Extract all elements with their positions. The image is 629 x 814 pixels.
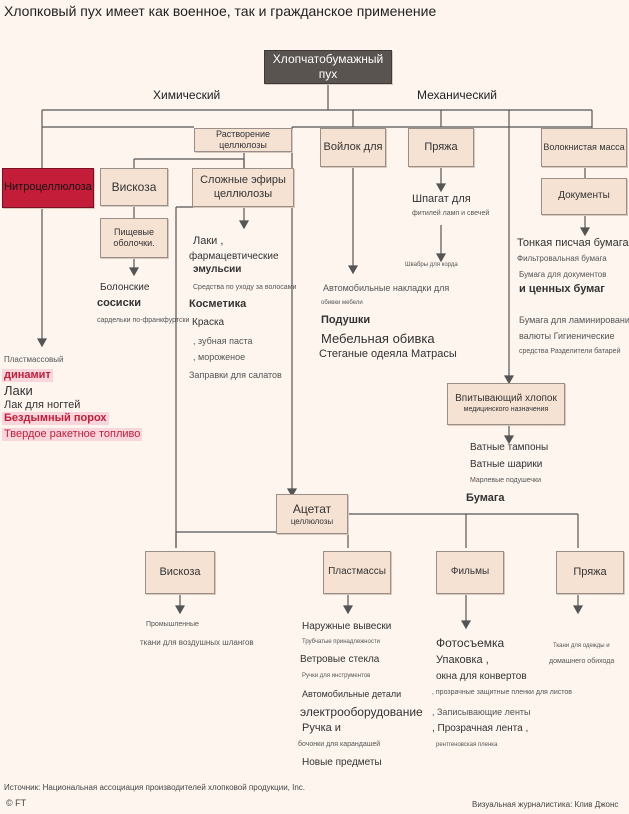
ester-pharma: фармацевтические [189,251,279,262]
yarn-bottom-node: Пряжа [556,551,624,594]
felt-upholstery-small: обивки мебели [321,300,363,306]
felt-furniture: Мебельная обивка [321,331,435,346]
absorbent-cotton-subtitle: медицинского назначения [463,405,549,413]
ester-ice-cream: , мороженое [193,352,246,362]
plastics-pen: Ручка и [302,722,341,734]
films-packaging: Упаковка , [436,654,489,666]
branch-chemical: Химический [153,88,221,102]
felt-auto-pads: Автомобильные накладки для [323,283,450,293]
viscose-bottom-node: Вискоза [145,551,215,594]
doc-filter-paper: Фильтровальная бумага [517,254,607,263]
footer-copyright: © FT [6,798,27,808]
plastics-novelty: Новые предметы [302,757,382,768]
fiber-mass-node: Волокнистая масса [541,128,627,167]
films-xray: рентгеновская пленка [436,742,498,748]
ester-dressings: Заправки для салатов [189,370,282,380]
ester-lacquers: Лаки , [193,235,224,247]
ester-cosmetics: Косметика [189,298,247,310]
footer-credit: Визуальная журналистика: Клив Джонс [472,800,619,809]
films-protective: , прозрачные защитные пленки для листов [432,689,573,696]
ester-toothpaste: , зубная паста [193,336,253,346]
plastics-windshields: Ветровые стекла [300,654,380,665]
yarn-wicks: фитилей ламп и свечей [412,210,490,217]
yarn-bottom-home: домашнего обихода [549,658,615,665]
yarn-bottom-clothing: Ткани для одежды и [553,643,610,649]
absorbent-tampons: Ватные тампоны [470,442,549,453]
films-clear-tape: , Прозрачная лента , [432,723,529,734]
nitro-dynamite: динамит [2,369,53,383]
films-node: Фильмы [436,551,504,594]
doc-securities: и ценных бумаг [519,283,605,295]
plastics-electrical: электрооборудование [300,705,423,719]
yarn-top-node: Пряжа [408,128,474,167]
ester-emulsions: эмульсии [193,264,242,275]
absorbent-paper: Бумага [466,492,505,504]
plastics-pencil-barrels: бочонки для карандашей [298,741,381,748]
viscose-bologna: Болонские [100,282,150,293]
footer-source: Источник: Национальная ассоциация произв… [4,783,306,792]
absorbent-cotton-title: Впитывающий хлопок [455,393,557,405]
page-title: Хлопковый пух имеет как военное, так и г… [4,3,437,19]
absorbent-balls: Ватные шарики [470,459,543,470]
doc-fine-paper: Тонкая писчая бумага [517,237,629,249]
films-recording: , Записывающие ленты [432,707,531,717]
doc-separators: средства Разделители батарей [519,348,621,355]
viscose-frankfurters: сардельки по-франкфуртски [97,317,190,324]
documents-node: Документы [541,178,627,215]
absorbent-gauze: Марлевые подушечки [470,477,542,484]
doc-laminating: Бумага для ламинирования [519,315,629,325]
plastics-handles: Ручки для инструментов [302,673,371,679]
viscose-bottom-hoses: ткани для воздушных шлангов [140,638,254,647]
acetate-title: Ацетат [292,501,332,516]
acetate-node: Ацетат целлюлозы [276,494,348,534]
viscose-bottom-industrial: Промышленные [146,621,199,628]
root-node: Хлопчатобумажный пух [264,50,392,84]
nitro-nail-polish: Лак для ногтей [4,399,81,411]
plastics-tubing: Трубчатые принадлежности [302,639,380,645]
yarn-twine: Шпагат для [412,193,471,205]
doc-hygiene: валюты Гигиенические [519,331,615,341]
felt-quilts: Стеганые одеяла Матрасы [319,348,457,360]
absorbent-cotton-node: Впитывающий хлопок медицинского назначен… [447,383,565,425]
ester-paints: Краска [192,317,225,328]
acetate-subtitle: целлюлозы [290,516,334,526]
felt-node: Войлок для [320,128,386,167]
yarn-mops: Швабры для корда [405,262,458,268]
plastics-auto-parts: Автомобильные детали [302,689,402,699]
ester-hair-care: Средства по уходу за волосами [193,284,297,291]
films-photo: Фотосъемка [436,636,505,650]
films-envelopes: окна для конвертов [436,671,527,682]
complex-esters-node: Сложные эфиры целлюлозы [192,168,294,207]
branch-mechanical: Механический [417,88,497,102]
felt-pillows: Подушки [321,314,371,326]
dissolution-node: Растворение целлюлозы [194,128,292,152]
viscose-sausages: сосиски [97,297,141,309]
nitrocellulose-node: Нитроцеллюлоза [2,168,94,208]
food-casings-node: Пищевые оболочки. [100,218,168,258]
nitro-smokeless-powder: Бездымный порох [2,412,109,426]
nitro-rocket-fuel: Твердое ракетное топливо [2,428,143,442]
nitro-plasticizer: Пластмассовый [4,355,64,364]
nitro-lacquers: Лаки [4,383,33,398]
plastics-node: Пластмассы [323,551,391,594]
plastics-signs: Наружные вывески [302,621,392,632]
doc-documents-paper: Бумага для документов [519,270,607,279]
viscose-top-node: Вискоза [100,168,168,206]
